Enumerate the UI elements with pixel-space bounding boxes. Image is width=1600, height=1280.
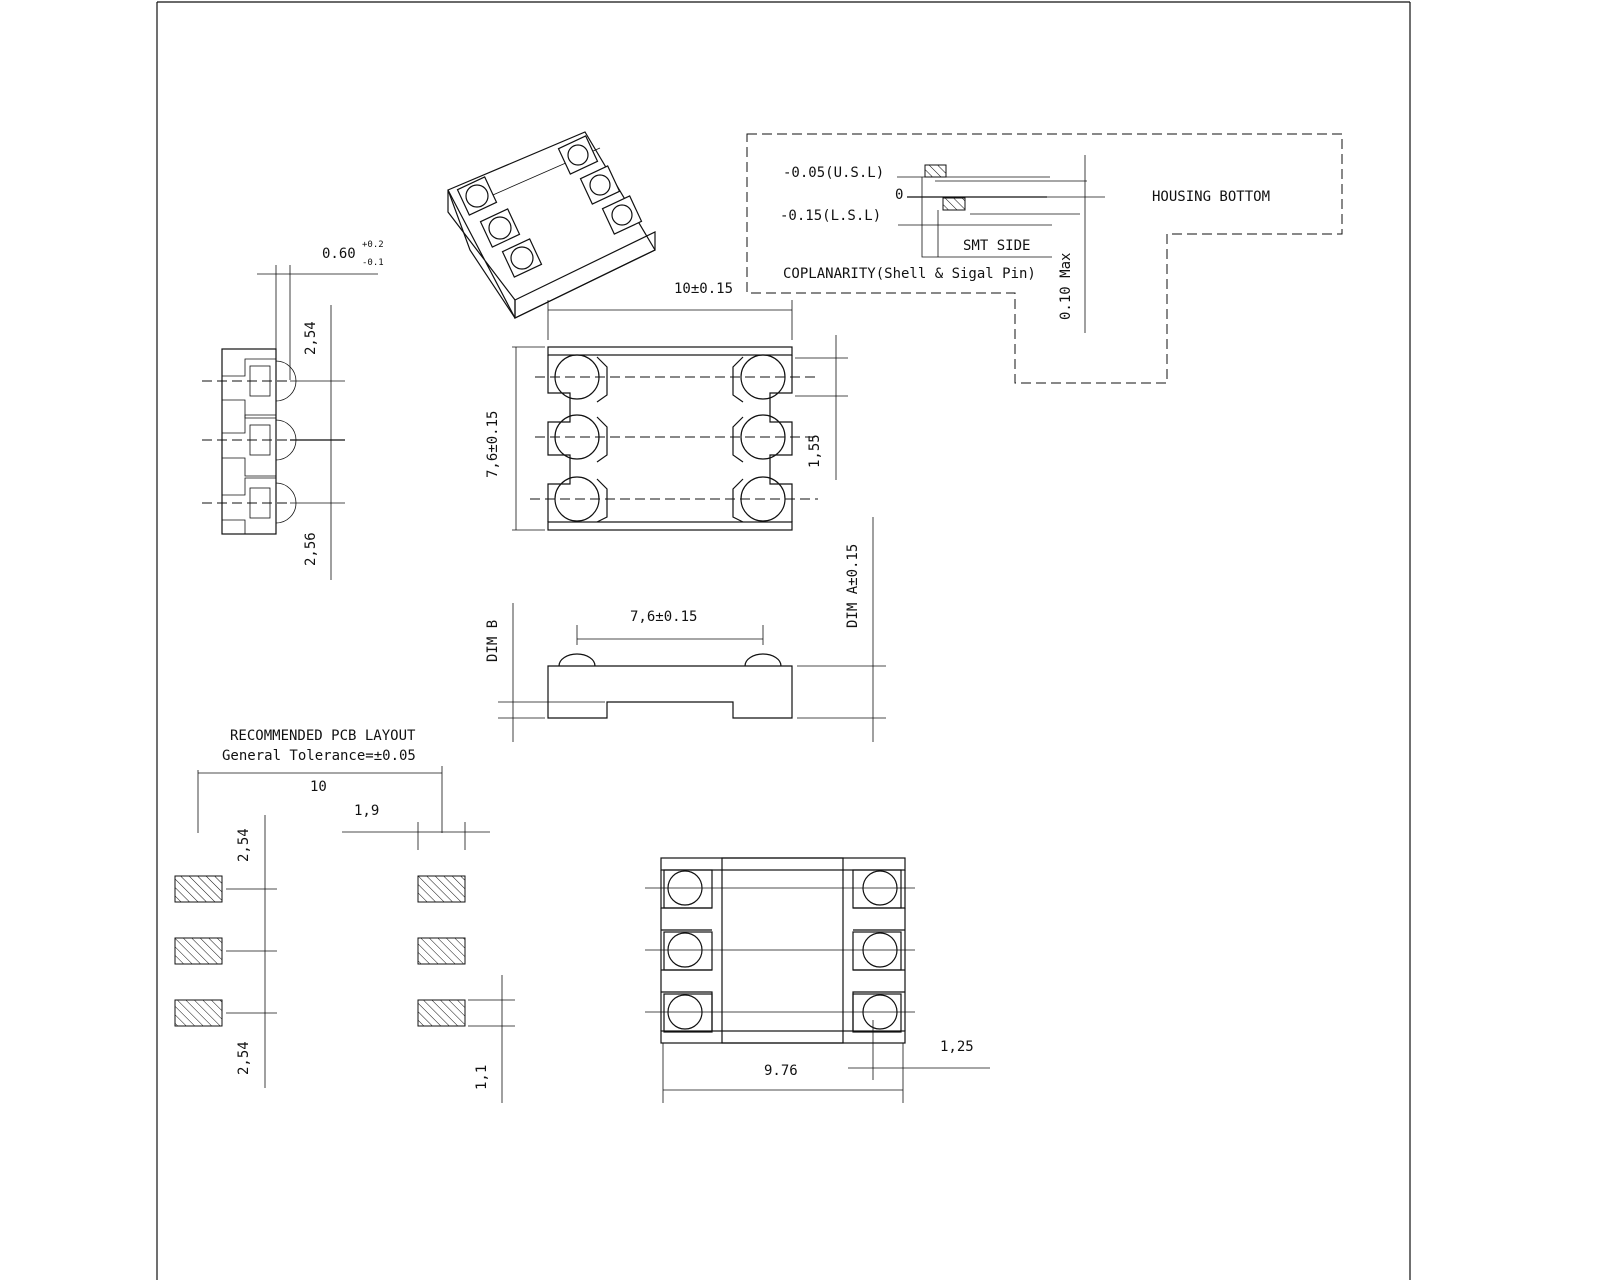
bottom-pad-label: 1,25 [940, 1039, 974, 1055]
top-height-label: 7,6±0.15 [485, 411, 501, 478]
pcb-layout: RECOMMENDED PCB LAYOUT General Tolerance… [174, 728, 515, 1103]
pcb-layout-title: RECOMMENDED PCB LAYOUT [230, 728, 416, 744]
pcb-pad-height-label: 1,1 [474, 1065, 490, 1090]
pcb-pitch-top-label: 2,54 [236, 828, 252, 862]
top-view: 10±0.15 7,6±0.15 1,55 [485, 281, 848, 531]
front-span-label: 7,6±0.15 [630, 609, 697, 625]
coplanarity-detail: -0.05(U.S.L) 0 -0.15(L.S.L) SMT SIDE COP… [746, 133, 1343, 384]
pcb-tolerance-label: General Tolerance=±0.05 [222, 748, 416, 764]
coplanarity-max-label: 0.10 Max [1058, 253, 1074, 320]
lead-tol-minus: -0.1 [362, 258, 384, 268]
bottom-width-label: 9.76 [764, 1063, 798, 1079]
side-pitch-top-label: 2,54 [303, 321, 319, 355]
side-pitch-bottom-label: 2,56 [303, 532, 319, 566]
coplanarity-title: COPLANARITY(Shell & Sigal Pin) [783, 266, 1036, 282]
bottom-view: 9.76 1,25 [645, 857, 990, 1103]
top-width-label: 10±0.15 [674, 281, 733, 297]
pcb-pad-width-label: 1,9 [354, 803, 379, 819]
top-pad-label: 1,55 [807, 434, 823, 468]
lsl-label: -0.15(L.S.L) [780, 208, 881, 224]
front-view: 7,6±0.15 DIM B DIM A±0.15 [485, 517, 886, 742]
pcb-width-label: 10 [310, 779, 327, 795]
pcb-pitch-bottom-label: 2,54 [236, 1041, 252, 1075]
lead-thickness-label: 0.60 [322, 246, 356, 262]
housing-bottom-label: HOUSING BOTTOM [1152, 189, 1270, 205]
dim-b-label: DIM B [485, 620, 501, 662]
sheet-frame [156, 1, 1411, 1280]
zero-label: 0 [895, 187, 903, 203]
usl-label: -0.05(U.S.L) [783, 165, 884, 181]
smt-side-label: SMT SIDE [963, 238, 1030, 254]
isometric-view [447, 131, 656, 319]
lead-tol-plus: +0.2 [362, 240, 384, 250]
side-view: 0.60 +0.2 -0.1 2,54 2,56 [202, 240, 384, 580]
dim-a-label: DIM A±0.15 [845, 544, 861, 628]
